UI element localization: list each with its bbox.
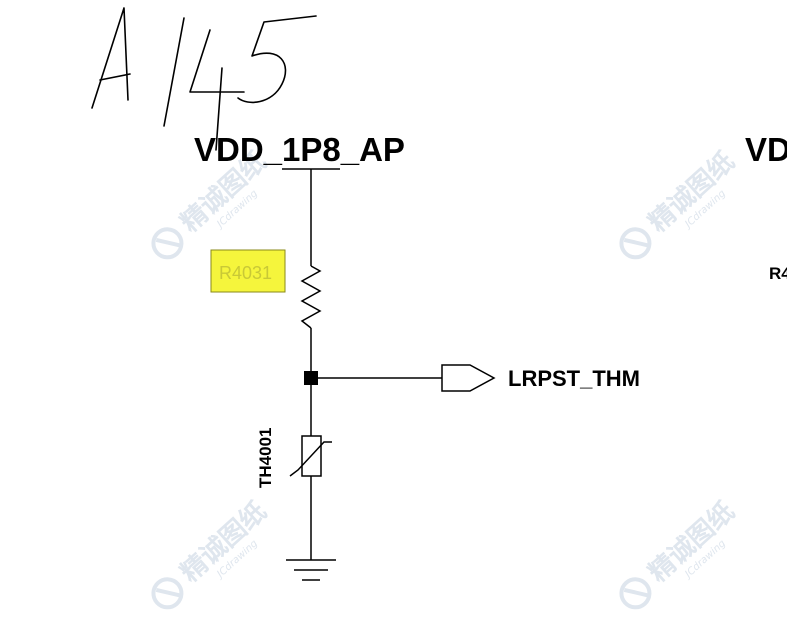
watermark-bottom-left: 精诚图纸 JCdrawing [151, 496, 273, 610]
watermark-logo-icon [151, 577, 184, 610]
resistor-ref-highlight [210, 249, 286, 293]
watermark-logo-icon [151, 227, 184, 260]
watermark-logo-icon [619, 577, 652, 610]
power-net-label-partial: VD [745, 131, 787, 168]
junction-node [304, 371, 318, 385]
ground-icon [286, 559, 336, 581]
watermark-bottom-right: 精诚图纸 JCdrawing [619, 496, 741, 610]
resistor-ref-label[interactable]: R4031 [219, 263, 272, 283]
handwritten-note [91, 7, 317, 151]
watermark-top-right: 精诚图纸 JCdrawing [619, 146, 741, 260]
thermistor-th4001[interactable] [289, 435, 332, 477]
thermistor-ref-label[interactable]: TH4001 [256, 428, 275, 488]
watermark-logo-icon [619, 227, 652, 260]
power-net-label: VDD_1P8_AP [194, 131, 405, 168]
offpage-connector-icon[interactable] [441, 364, 496, 392]
resistor-ref-partial-label: R4 [769, 264, 787, 283]
output-net-label: LRPST_THM [508, 366, 640, 391]
resistor-r4031[interactable] [300, 265, 322, 329]
